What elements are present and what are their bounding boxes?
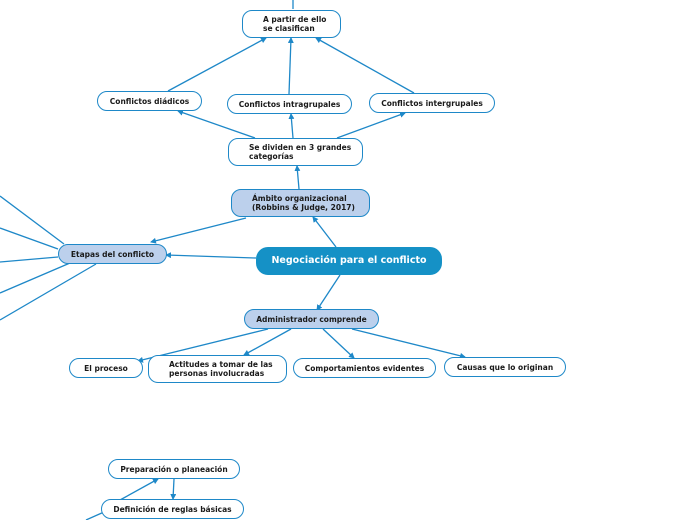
edge-intergrupales-clasifican bbox=[315, 37, 415, 94]
edge-root-etapas bbox=[165, 252, 257, 259]
node-conflictos-diadicos[interactable]: Conflictos diádicos bbox=[97, 91, 202, 111]
edge-dividen-diadicos bbox=[177, 109, 256, 139]
node-definicion-reglas[interactable]: Definición de reglas básicas bbox=[101, 499, 244, 519]
edge-etapas-left-1 bbox=[0, 195, 65, 245]
edge-etapas-left-5 bbox=[0, 263, 97, 321]
root-node-negociacion[interactable]: Negociación para el conflicto bbox=[256, 247, 442, 275]
edge-admin-comportamientos bbox=[322, 328, 355, 359]
node-etapas-del-conflicto[interactable]: Etapas del conflicto bbox=[58, 244, 167, 264]
edge-etapas-left-3 bbox=[0, 256, 59, 263]
edge-root-administrador bbox=[316, 274, 341, 311]
edge-intragrupales-clasifican bbox=[287, 37, 294, 95]
node-ambito-organizacional[interactable]: Ámbito organizacional (Robbins & Judge, … bbox=[231, 189, 370, 217]
node-preparacion-planeacion[interactable]: Preparación o planeación bbox=[108, 459, 240, 479]
edge-ambito-dividen bbox=[294, 165, 301, 190]
edge-preparacion-definicion bbox=[170, 478, 177, 500]
node-a-partir-clasifican[interactable]: A partir de ello se clasifican bbox=[242, 10, 341, 38]
edge-dividen-intergrupales bbox=[336, 111, 406, 139]
edge-root-ambito bbox=[312, 216, 337, 248]
edge-etapas-left-4 bbox=[0, 262, 71, 294]
edge-definicion-preparacion bbox=[119, 478, 159, 501]
node-el-proceso[interactable]: El proceso bbox=[69, 358, 143, 378]
edge-diadicos-clasifican bbox=[167, 37, 267, 92]
edge-ambito-etapas bbox=[150, 217, 247, 244]
node-administrador-comprende[interactable]: Administrador comprende bbox=[244, 309, 379, 329]
edge-etapas-left-2 bbox=[0, 227, 59, 250]
node-actitudes[interactable]: Actitudes a tomar de las personas involu… bbox=[148, 355, 287, 383]
edge-admin-actitudes bbox=[243, 328, 292, 356]
node-comportamientos-evidentes[interactable]: Comportamientos evidentes bbox=[293, 358, 436, 378]
edge-admin-causas bbox=[351, 328, 466, 359]
node-conflictos-intragrupales[interactable]: Conflictos intragrupales bbox=[227, 94, 352, 114]
node-conflictos-intergrupales[interactable]: Conflictos intergrupales bbox=[369, 93, 495, 113]
node-se-dividen[interactable]: Se dividen en 3 grandes categorías bbox=[228, 138, 363, 166]
node-causas-que-lo-originan[interactable]: Causas que lo originan bbox=[444, 357, 566, 377]
edge-dividen-intragrupales bbox=[288, 113, 295, 139]
